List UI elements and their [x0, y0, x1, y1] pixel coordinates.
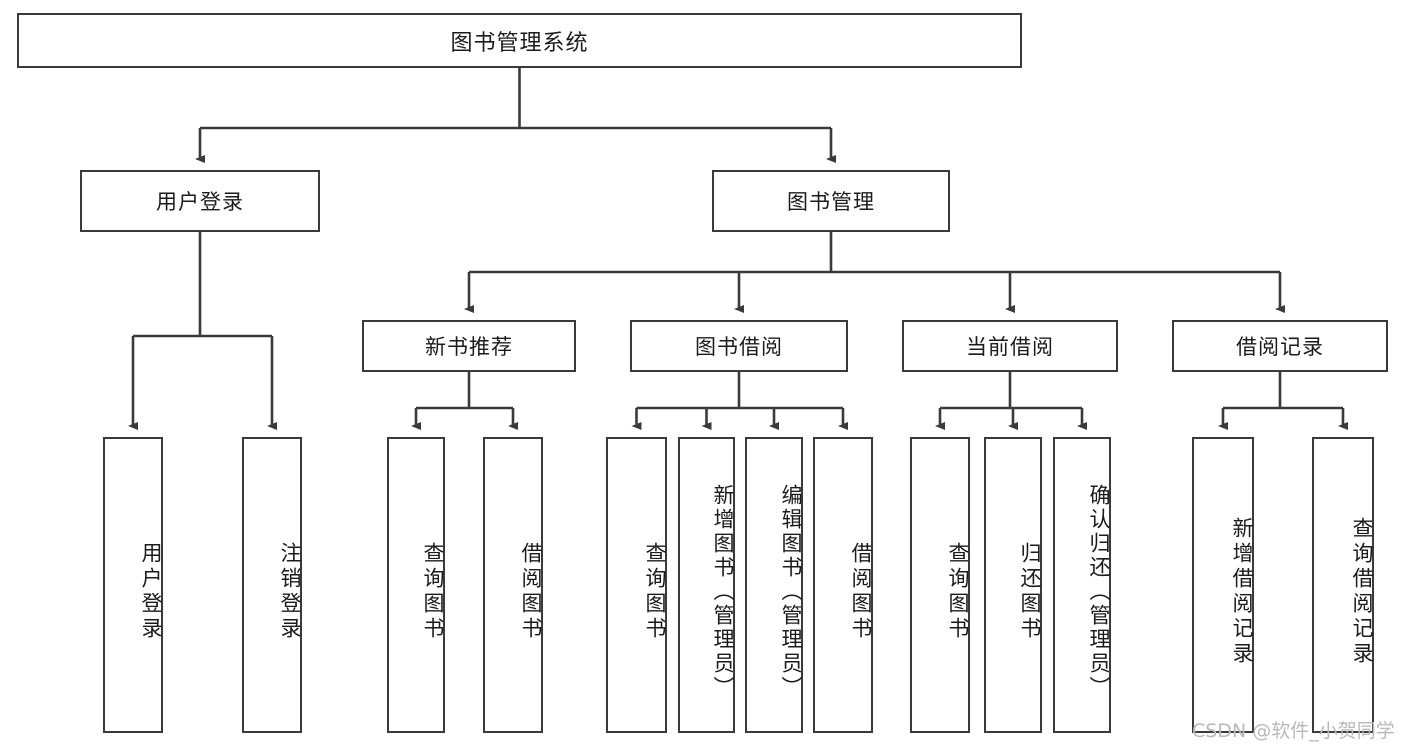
node-leaf-confirm-return[interactable]: 确认归还（管理员） [1053, 437, 1111, 733]
node-leaf-edit-book-admin[interactable]: 编辑图书（管理员） [745, 437, 803, 733]
node-label: 查询图书 [946, 542, 970, 642]
node-leaf-query-book-1[interactable]: 查询图书 [387, 437, 445, 733]
node-label: 注销登录 [278, 542, 302, 642]
node-leaf-query-book-2[interactable]: 查询图书 [606, 437, 667, 733]
node-label: 借阅图书 [519, 542, 543, 642]
node-label: 查询图书 [643, 542, 667, 642]
node-current-borrow[interactable]: 当前借阅 [902, 320, 1118, 372]
node-label: 借阅记录 [1236, 335, 1324, 359]
node-leaf-borrow-book-2[interactable]: 借阅图书 [813, 437, 873, 733]
node-label: 图书管理 [787, 190, 875, 214]
node-label: 新书推荐 [425, 335, 513, 359]
node-leaf-query-book-3[interactable]: 查询图书 [910, 437, 970, 733]
node-leaf-logout[interactable]: 注销登录 [242, 437, 302, 733]
node-label: 确认归还（管理员） [1087, 484, 1111, 700]
node-label: 查询图书 [421, 542, 445, 642]
node-label: 编辑图书（管理员） [779, 484, 803, 700]
node-label: 用户登录 [139, 542, 163, 642]
node-leaf-user-login[interactable]: 用户登录 [103, 437, 163, 733]
node-leaf-query-borrow-record[interactable]: 查询借阅记录 [1312, 437, 1374, 733]
node-user-login[interactable]: 用户登录 [80, 170, 320, 232]
node-book-manage[interactable]: 图书管理 [712, 170, 950, 232]
node-label: 当前借阅 [966, 335, 1054, 359]
node-label: 查询借阅记录 [1350, 517, 1374, 667]
node-leaf-borrow-book-1[interactable]: 借阅图书 [483, 437, 543, 733]
csdn-watermark: CSDN @软件_小贺同学 [1192, 720, 1395, 742]
node-leaf-return-book[interactable]: 归还图书 [984, 437, 1042, 733]
node-label: 新增借阅记录 [1230, 517, 1254, 667]
node-label: 新增图书（管理员） [711, 484, 735, 700]
node-label: 归还图书 [1018, 542, 1042, 642]
node-new-book-recommend[interactable]: 新书推荐 [362, 320, 576, 372]
node-leaf-add-borrow-record[interactable]: 新增借阅记录 [1192, 437, 1254, 733]
node-label: 图书管理系统 [450, 30, 589, 56]
node-label: 图书借阅 [695, 335, 783, 359]
node-leaf-add-book-admin[interactable]: 新增图书（管理员） [678, 437, 735, 733]
node-borrow-record[interactable]: 借阅记录 [1172, 320, 1388, 372]
node-label: 用户登录 [156, 190, 244, 214]
node-label: 借阅图书 [849, 542, 873, 642]
node-book-borrow[interactable]: 图书借阅 [630, 320, 848, 372]
node-root[interactable]: 图书管理系统 [17, 13, 1022, 68]
